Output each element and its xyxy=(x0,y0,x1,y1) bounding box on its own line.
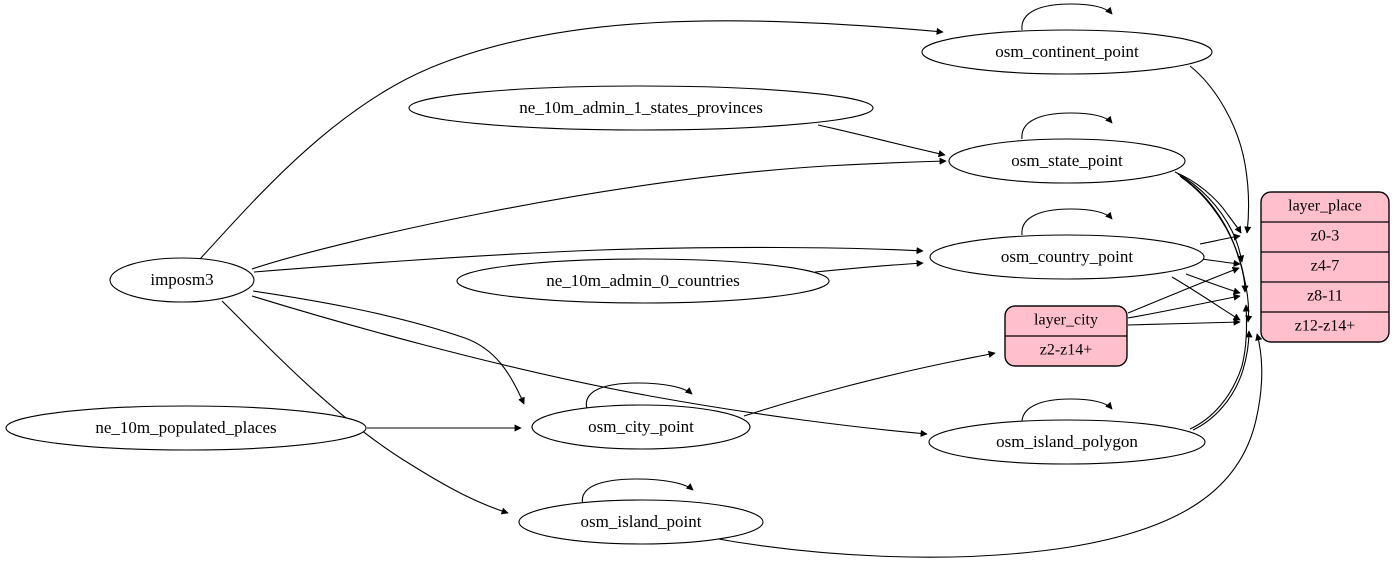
record-row-layer_place-z4-7[interactable]: z4-7 xyxy=(1311,258,1339,275)
edge-layer_city-to-layer_place-z4-7 xyxy=(1127,266,1240,314)
record-row-layer_place-z0-3[interactable]: z0-3 xyxy=(1311,228,1339,245)
edge-osm_island_polygon-to-layer_place-z8-11 xyxy=(1189,304,1250,430)
edge-imposm3-to-osm_island_polygon xyxy=(251,295,928,437)
edge-osm_state_point-to-layer_place-z4-7 xyxy=(1177,173,1245,263)
node-shape-osm_continent_point xyxy=(921,29,1213,75)
node-shape-osm_state_point xyxy=(948,138,1186,184)
node-label-ne_10m_admin_1_states_provinces: ne_10m_admin_1_states_provinces xyxy=(519,98,763,117)
edge-osm_state_point-to-layer_place-z0-3 xyxy=(1174,171,1242,234)
node-label-osm_state_point: osm_state_point xyxy=(1011,151,1123,170)
edge-osm_country_point-to-layer_place-z4-7 xyxy=(1201,258,1241,267)
node-imposm3[interactable]: imposm3 xyxy=(109,257,255,303)
node-osm_island_point[interactable]: osm_island_point xyxy=(518,499,764,545)
node-osm_country_point[interactable]: osm_country_point xyxy=(929,234,1205,280)
node-shape-ne_10m_populated_places xyxy=(5,405,367,451)
self-loop-osm_island_point xyxy=(581,478,694,506)
node-label-osm_city_point: osm_city_point xyxy=(588,417,694,436)
node-label-imposm3: imposm3 xyxy=(150,270,213,289)
self-loop-osm_island_polygon xyxy=(1021,398,1113,426)
edge-osm_island_polygon-to-layer_place-z12-z14+ xyxy=(1192,330,1253,431)
self-loop-osm_city_point xyxy=(585,382,693,410)
node-osm_city_point[interactable]: osm_city_point xyxy=(531,404,751,450)
node-shape-osm_city_point xyxy=(531,404,751,450)
edge-imposm3-to-osm_continent_point xyxy=(199,20,944,260)
edge-ne_10m_admin_0_countries-to-osm_country_point xyxy=(814,259,924,273)
edge-imposm3-to-osm_state_point xyxy=(251,157,947,270)
edge-layer_city-to-layer_place-z12-z14+ xyxy=(1127,318,1241,326)
node-label-osm_island_polygon: osm_island_polygon xyxy=(996,432,1138,451)
node-label-osm_continent_point: osm_continent_point xyxy=(995,42,1139,61)
self-loop-osm_continent_point xyxy=(1021,3,1113,31)
self-loops-layer xyxy=(581,3,1113,506)
record-nodes-layer: layer_place z0-3 z4-7 z8-11 z12-z14+ layer_ci… xyxy=(1004,191,1390,367)
record-header-layer_city: layer_city xyxy=(1034,312,1098,329)
edge-osm_country_point-to-layer_place-z0-3 xyxy=(1199,233,1241,245)
edge-imposm3-to-osm_island_point xyxy=(221,300,509,515)
node-ne_10m_populated_places[interactable]: ne_10m_populated_places xyxy=(5,405,367,451)
node-ne_10m_admin_1_states_provinces[interactable]: ne_10m_admin_1_states_provinces xyxy=(408,85,874,131)
edge-osm_country_point-to-layer_place-z8-11 xyxy=(1185,273,1241,295)
nodes-layer: imposm3 ne_10m_admin_1_states_provincesne… xyxy=(5,29,1213,545)
edge-osm_state_point-to-layer_place-z8-11 xyxy=(1179,175,1249,293)
node-osm_island_polygon[interactable]: osm_island_polygon xyxy=(928,419,1206,465)
node-shape-imposm3 xyxy=(109,257,255,303)
node-shape-osm_island_point xyxy=(518,499,764,545)
node-osm_continent_point[interactable]: osm_continent_point xyxy=(921,29,1213,75)
edge-osm_country_point-to-layer_place-z12-z14+ xyxy=(1171,276,1241,321)
record-outline-layer_place xyxy=(1260,191,1390,343)
edge-osm_continent_point-to-layer_place-z0-3 xyxy=(1189,65,1252,234)
self-loop-osm_state_point xyxy=(1021,112,1113,140)
edge-osm_island_point-to-layer_place-z12-z14+ xyxy=(706,333,1263,558)
self-loop-osm_country_point xyxy=(1021,208,1113,236)
record-row-layer_place-z8-11[interactable]: z8-11 xyxy=(1307,288,1343,305)
record-row-layer_place-z12-z14+[interactable]: z12-z14+ xyxy=(1295,318,1356,335)
record-header-layer_place: layer_place xyxy=(1288,198,1362,215)
node-osm_state_point[interactable]: osm_state_point xyxy=(948,138,1186,184)
edge-ne_10m_admin_1_states_provinces-to-osm_state_point xyxy=(817,124,946,158)
node-shape-ne_10m_admin_1_states_provinces xyxy=(408,85,874,131)
edges-layer xyxy=(199,20,1263,558)
node-label-ne_10m_populated_places: ne_10m_populated_places xyxy=(95,418,276,437)
record-node-layer_city[interactable]: layer_city z2-z14+ xyxy=(1004,305,1128,367)
node-label-osm_island_point: osm_island_point xyxy=(581,512,702,531)
record-node-layer_place[interactable]: layer_place z0-3 z4-7 z8-11 z12-z14+ xyxy=(1260,191,1390,343)
node-label-osm_country_point: osm_country_point xyxy=(1001,247,1133,266)
edge-layer_city-to-layer_place-z8-11 xyxy=(1127,293,1241,319)
edge-imposm3-to-osm_city_point xyxy=(252,290,525,405)
node-ne_10m_admin_0_countries[interactable]: ne_10m_admin_0_countries xyxy=(456,258,830,304)
node-shape-osm_country_point xyxy=(929,234,1205,280)
edge-osm_city_point-to-layer_city-z2-z14+ xyxy=(743,350,996,417)
node-shape-osm_island_polygon xyxy=(928,419,1206,465)
edge-imposm3-to-osm_country_point xyxy=(253,246,924,273)
node-shape-ne_10m_admin_0_countries xyxy=(456,258,830,304)
record-row-layer_city-z2-z14+[interactable]: z2-z14+ xyxy=(1040,342,1093,359)
record-outline-layer_city xyxy=(1004,305,1128,367)
node-label-ne_10m_admin_0_countries: ne_10m_admin_0_countries xyxy=(546,271,740,290)
